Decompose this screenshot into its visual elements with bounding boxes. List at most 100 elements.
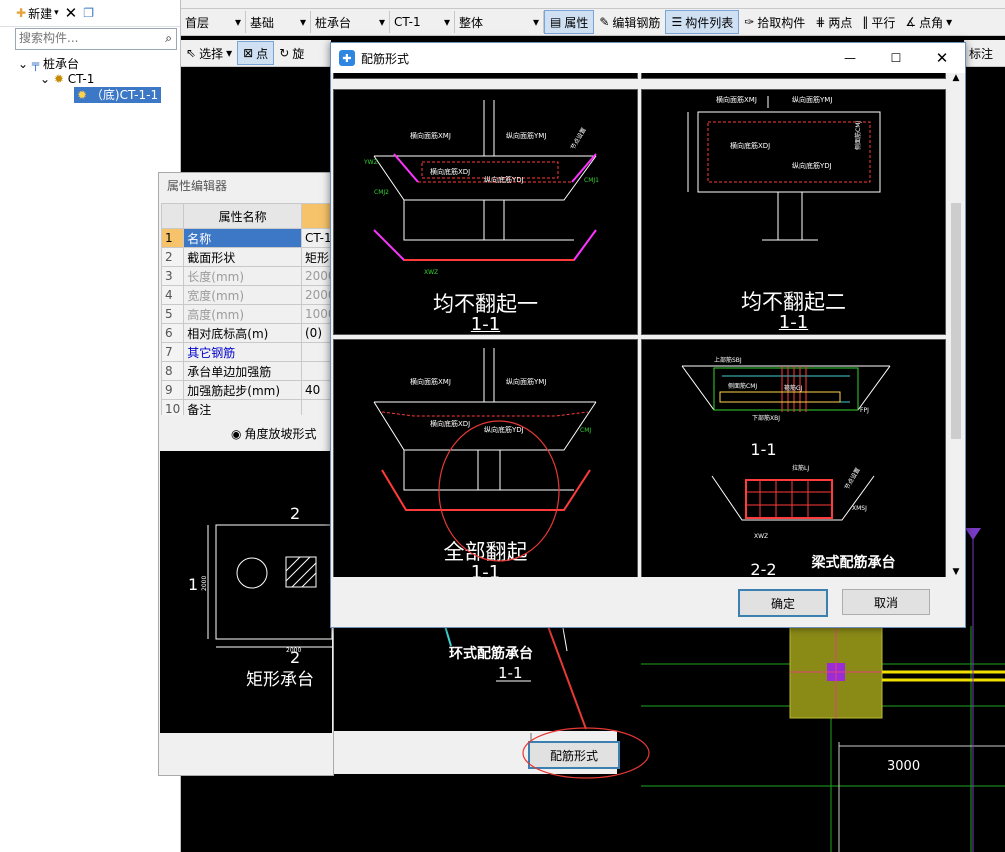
option-uniform-no-fold-2[interactable]: 横向面筋XMJ 纵向面筋YMJ 横向底筋XDJ 纵向底筋YDJ 侧面筋CMJ 均… — [641, 89, 946, 335]
option-section: 1-1 — [470, 562, 501, 577]
option-beam-style[interactable]: 上部筋SBJ 侧面筋CMJ 箍筋GJ 下部筋XBJ 拉筋LJ FPJ XMSJ … — [641, 339, 946, 577]
cancel-button[interactable]: 取消 — [842, 589, 930, 615]
annotate-button[interactable]: 标注 — [969, 46, 994, 61]
pick-component-button[interactable]: ✑拾取构件 — [744, 15, 806, 30]
select-button[interactable]: ⇖选择▾ — [186, 46, 233, 61]
search-input[interactable] — [16, 29, 157, 47]
angle-slope-radio[interactable]: ◉角度放坡形式 — [231, 426, 317, 442]
label-gj: 箍筋GJ — [784, 384, 803, 392]
component-type-select[interactable]: 桩承台▾ — [311, 11, 390, 33]
option-section-b: 2-2 — [750, 560, 777, 577]
property-value[interactable] — [301, 342, 333, 362]
parallel-button[interactable]: ‖平行 — [862, 15, 896, 30]
property-value[interactable]: CT-1 — [301, 228, 333, 248]
prev-option-edge — [333, 73, 638, 79]
component-select[interactable]: CT-1▾ — [390, 11, 455, 33]
category-select[interactable]: 基础▾ — [246, 11, 311, 33]
property-name: 备注 — [183, 399, 302, 419]
tree-leaf[interactable]: ✹ （底)CT-1-1 — [74, 86, 162, 103]
property-name: 名称 — [183, 228, 302, 248]
parallel-icon: ‖ — [862, 15, 869, 29]
maximize-icon[interactable]: ☐ — [890, 51, 902, 65]
rotate-point-button[interactable]: ↻旋 — [279, 46, 305, 61]
gear-icon: ✹ — [53, 72, 64, 86]
label-ymj: 纵向面筋YMJ — [792, 95, 832, 104]
dimension-label: 3000 — [887, 759, 920, 774]
collapse-icon[interactable]: ⌄ — [18, 57, 29, 71]
property-value[interactable]: 2000 — [301, 285, 333, 305]
scope-select[interactable]: 整体▾ — [455, 11, 544, 33]
ring-section: 1-1 — [498, 664, 523, 682]
point-button[interactable]: ⊠点 — [237, 41, 275, 65]
label-ymj: 纵向面筋YMJ — [506, 377, 546, 386]
new-button[interactable]: ✚ 新建 ▾ — [16, 5, 59, 22]
two-points-icon: ⋕ — [815, 15, 826, 29]
collapse-icon[interactable]: ⌄ — [40, 72, 51, 86]
ring-caption: 环式配筋承台 — [449, 645, 533, 662]
minimize-icon[interactable]: — — [844, 51, 856, 65]
scroll-down-icon[interactable]: ▼ — [952, 567, 960, 577]
row-number: 8 — [160, 361, 185, 381]
property-value[interactable]: 40 — [301, 380, 333, 400]
edit-icon: ✎ — [599, 15, 610, 29]
point-angle-icon: ∡ — [905, 15, 917, 29]
main-toolbar: 首层▾ 基础▾ 桩承台▾ CT-1▾ 整体▾ ▤属性 ✎编辑钢筋 ☰构件列表 ✑… — [181, 9, 1005, 36]
label-xmsj: XMSJ — [852, 505, 867, 512]
option-section-a: 1-1 — [750, 440, 777, 459]
option-uniform-no-fold-1[interactable]: 横向面筋XMJ 纵向面筋YMJ 横向底筋XDJ 纵向底筋YDJ CMJ2 CMJ… — [333, 89, 638, 335]
label-xwz: XWZ — [424, 269, 438, 276]
row-number: 9 — [160, 380, 185, 400]
property-name: 承台单边加强筋 — [183, 361, 302, 381]
label-xwz: XWZ — [754, 533, 768, 540]
property-button[interactable]: ▤属性 — [544, 10, 595, 34]
label-xdj: 横向底筋XDJ — [430, 167, 470, 176]
scroll-up-icon[interactable]: ▲ — [952, 73, 960, 83]
property-value[interactable]: 1000 — [301, 304, 333, 324]
floor-select[interactable]: 首层▾ — [181, 11, 246, 33]
row-number: 1 — [160, 228, 185, 248]
close-icon[interactable]: ✕ — [935, 49, 949, 67]
delete-icon[interactable]: ✕ — [64, 4, 78, 22]
label-cmj: CMJ — [580, 427, 591, 434]
search-icon[interactable]: ⌕ — [165, 31, 172, 45]
two-points-button[interactable]: ⋕两点 — [815, 15, 853, 30]
label-xmj: 横向面筋XMJ — [410, 131, 451, 140]
label-node-setting: 节点设置 — [569, 126, 588, 151]
scroll-thumb[interactable] — [951, 203, 961, 439]
tree-child[interactable]: ⌄ ✹ CT-1 — [40, 72, 94, 86]
search-box[interactable]: ⌕ — [15, 28, 177, 50]
property-value[interactable]: 2000 — [301, 266, 333, 286]
tree-root[interactable]: ⌄ ╤ 桩承台 — [18, 55, 79, 72]
property-value[interactable] — [301, 361, 333, 381]
edit-rebar-button[interactable]: ✎编辑钢筋 — [599, 15, 661, 30]
label-sbj: 上部筋SBJ — [714, 356, 742, 364]
draw-toolbar: ⇖选择▾ ⊠点 ↻旋 — [181, 40, 331, 67]
chevron-down-icon: ▾ — [54, 8, 59, 18]
app-icon: ✚ — [339, 50, 355, 66]
row-number: 7 — [160, 342, 185, 362]
ok-button[interactable]: 确定 — [738, 589, 828, 617]
point-angle-button[interactable]: ∡点角▾ — [905, 15, 953, 30]
component-list-button[interactable]: ☰构件列表 — [665, 10, 740, 34]
section-top-label: 2 — [290, 504, 300, 523]
property-value[interactable]: 矩形 — [301, 247, 333, 267]
option-full-fold[interactable]: 横向面筋XMJ 纵向面筋YMJ 横向底筋XDJ 纵向底筋YDJ CMJ 全部翻起… — [333, 339, 638, 577]
rebar-form-button[interactable]: 配筋形式 — [528, 741, 620, 769]
property-value[interactable]: (0) — [301, 323, 333, 343]
label-lj: 拉筋LJ — [792, 464, 809, 472]
label-node-setting: 节点设置 — [843, 466, 862, 491]
copy-icon[interactable]: ❐ — [83, 6, 94, 20]
label-ydj: 纵向底筋YDJ — [484, 425, 524, 434]
label-cmj: 侧面筋CMJ — [854, 121, 862, 150]
dialog-scrollbar[interactable]: ▲ ▼ — [949, 73, 963, 577]
